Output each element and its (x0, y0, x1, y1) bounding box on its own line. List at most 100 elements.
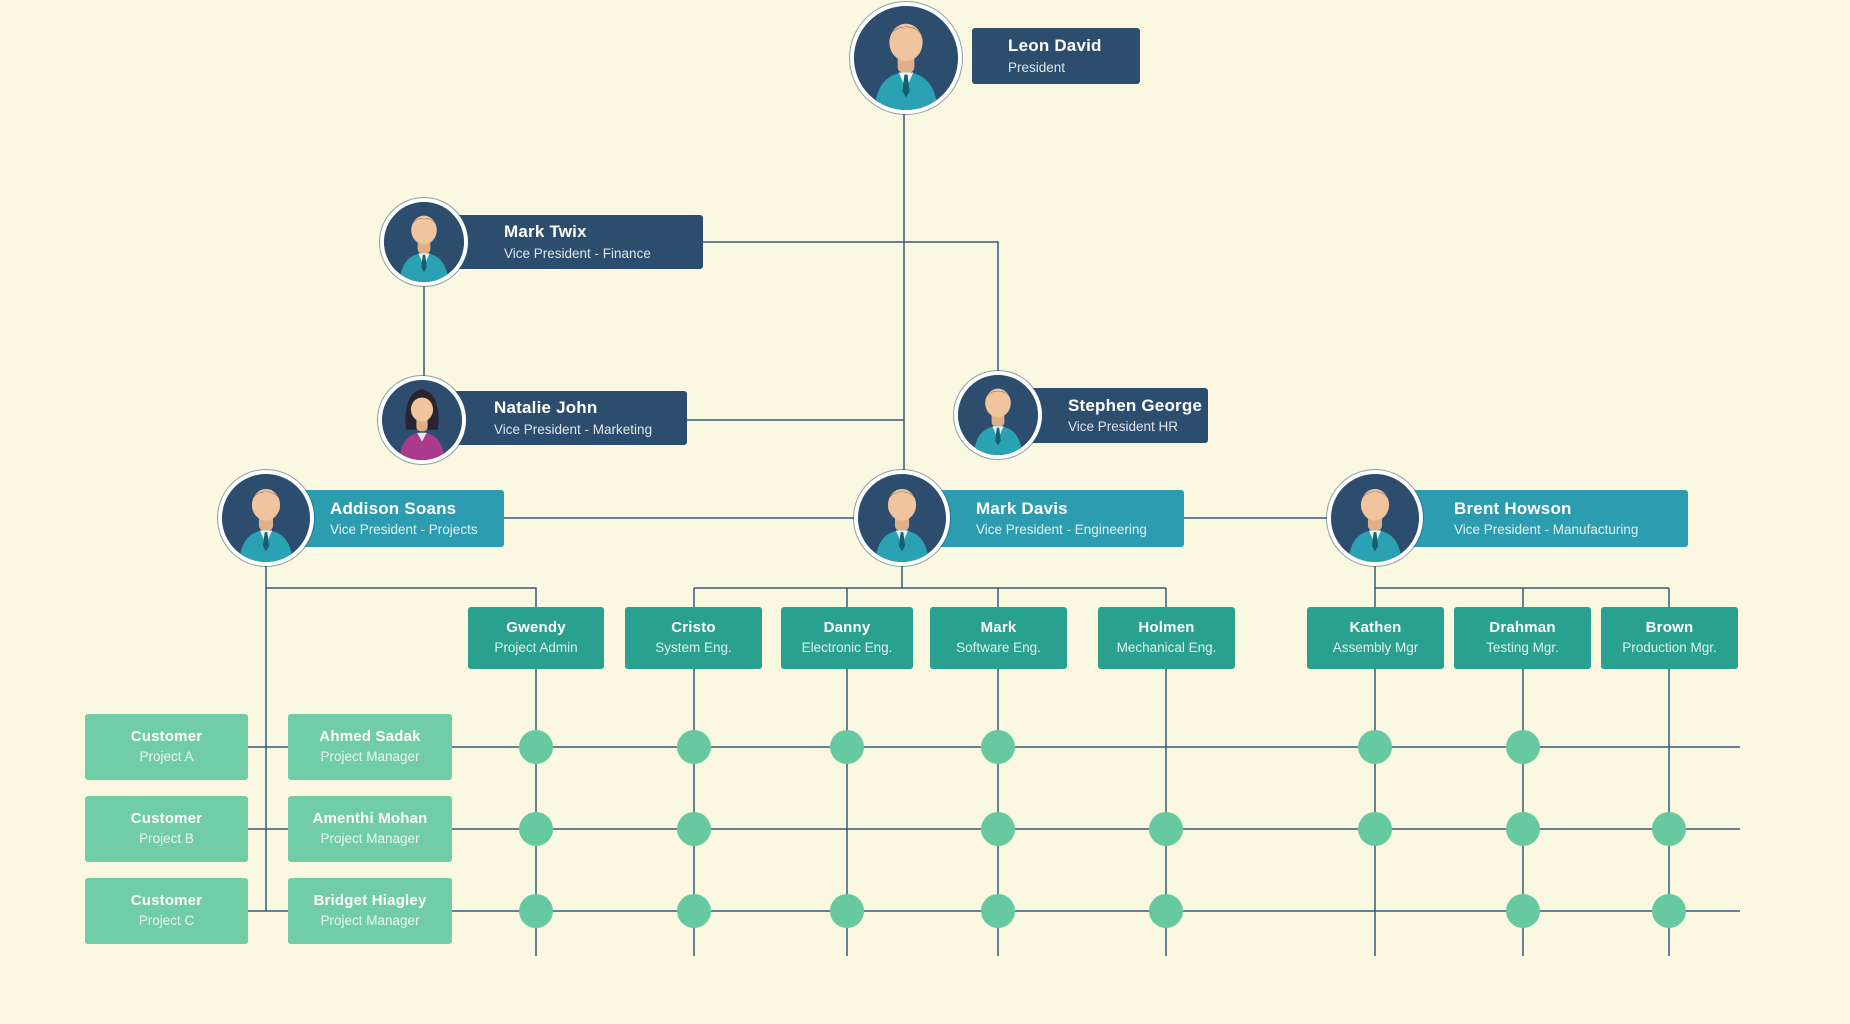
node-customer-project-c[interactable]: Customer Project C (85, 878, 248, 944)
customer-project: Project C (138, 913, 195, 929)
node-manager-mark[interactable]: Mark Software Eng. (930, 607, 1067, 669)
line-manufacturing-branch (1374, 566, 1670, 607)
node-manager-gwendy[interactable]: Gwendy Project Admin (468, 607, 604, 669)
assignment-dot-ahmed-sadak-gwendy[interactable] (519, 730, 553, 764)
assignment-dot-amenthi-mohan-brown[interactable] (1652, 812, 1686, 846)
male-avatar-icon (1331, 474, 1419, 562)
node-manager-brown[interactable]: Brown Production Mgr. (1601, 607, 1738, 669)
node-manager-cristo[interactable]: Cristo System Eng. (625, 607, 762, 669)
person-title: Production Mgr. (1622, 640, 1717, 656)
person-title: Vice President - Engineering (976, 522, 1147, 538)
avatar-natalie-john[interactable] (378, 376, 466, 464)
assignment-dot-bridget-hiagley-drahman[interactable] (1506, 894, 1540, 928)
assignment-dot-bridget-hiagley-brown[interactable] (1652, 894, 1686, 928)
person-name: Ahmed Sadak (319, 727, 421, 745)
line-finance-to-hr (703, 241, 999, 371)
person-title: Project Manager (320, 913, 420, 929)
node-manager-danny[interactable]: Danny Electronic Eng. (781, 607, 913, 669)
assignment-dot-ahmed-sadak-drahman[interactable] (1506, 730, 1540, 764)
assignment-dot-amenthi-mohan-kathen[interactable] (1358, 812, 1392, 846)
person-title: Project Admin (494, 640, 578, 656)
customer-project: Project A (139, 749, 194, 765)
avatar-addison-soans[interactable] (218, 470, 314, 566)
person-name: Addison Soans (330, 498, 457, 518)
node-pm-bridget-hiagley[interactable]: Bridget Hiagley Project Manager (288, 878, 452, 944)
line-engineering-branch (693, 566, 1167, 607)
person-title: Project Manager (320, 749, 420, 765)
line-project-rows (248, 746, 1740, 912)
assignment-dot-bridget-hiagley-gwendy[interactable] (519, 894, 553, 928)
customer-name: Customer (130, 891, 203, 909)
node-vp-hr[interactable]: Stephen George Vice President HR (1020, 388, 1208, 443)
node-manager-drahman[interactable]: Drahman Testing Mgr. (1454, 607, 1591, 669)
person-title: Vice President HR (1068, 419, 1179, 435)
person-name: Stephen George (1068, 395, 1203, 415)
node-customer-project-a[interactable]: Customer Project A (85, 714, 248, 780)
person-title: Vice President - Marketing (494, 421, 653, 437)
person-title: Vice President - Manufacturing (1454, 522, 1639, 538)
person-title: System Eng. (655, 640, 732, 656)
person-title: President (1008, 59, 1066, 75)
person-name: Natalie John (494, 398, 598, 418)
assignment-dot-ahmed-sadak-cristo[interactable] (677, 730, 711, 764)
assignment-dot-bridget-hiagley-holmen[interactable] (1149, 894, 1183, 928)
avatar-leon-david[interactable] (850, 2, 962, 114)
node-manager-kathen[interactable]: Kathen Assembly Mgr (1307, 607, 1444, 669)
avatar-mark-davis[interactable] (854, 470, 950, 566)
customer-project: Project B (139, 831, 194, 847)
male-avatar-icon (858, 474, 946, 562)
assignment-dot-amenthi-mohan-gwendy[interactable] (519, 812, 553, 846)
node-vp-manufacturing[interactable]: Brent Howson Vice President - Manufactur… (1404, 490, 1688, 547)
person-name: Drahman (1489, 618, 1556, 636)
person-title: Electronic Eng. (801, 640, 893, 656)
assignment-dot-amenthi-mohan-cristo[interactable] (677, 812, 711, 846)
person-name: Holmen (1138, 618, 1195, 636)
person-name: Mark Davis (976, 498, 1068, 518)
avatar-stephen-george[interactable] (954, 371, 1042, 459)
male-avatar-icon (384, 202, 464, 282)
assignment-dot-amenthi-mohan-drahman[interactable] (1506, 812, 1540, 846)
person-name: Cristo (671, 618, 716, 636)
person-name: Gwendy (506, 618, 566, 636)
assignment-dot-amenthi-mohan-mark[interactable] (981, 812, 1015, 846)
male-avatar-icon (958, 375, 1038, 455)
person-title: Project Manager (320, 831, 420, 847)
node-customer-project-b[interactable]: Customer Project B (85, 796, 248, 862)
assignment-dot-ahmed-sadak-mark[interactable] (981, 730, 1015, 764)
assignment-dot-amenthi-mohan-holmen[interactable] (1149, 812, 1183, 846)
avatar-brent-howson[interactable] (1327, 470, 1423, 566)
assignment-dot-bridget-hiagley-danny[interactable] (830, 894, 864, 928)
female-avatar-icon (382, 380, 462, 460)
person-name: Bridget Hiagley (313, 891, 427, 909)
male-avatar-icon (854, 6, 958, 110)
assignment-dot-ahmed-sadak-danny[interactable] (830, 730, 864, 764)
node-pm-amenthi-mohan[interactable]: Amenthi Mohan Project Manager (288, 796, 452, 862)
node-vp-engineering[interactable]: Mark Davis Vice President - Engineering (936, 490, 1184, 547)
assignment-dot-bridget-hiagley-cristo[interactable] (677, 894, 711, 928)
person-title: Vice President - Finance (504, 245, 651, 261)
person-name: Leon David (1008, 36, 1102, 56)
person-name: Kathen (1349, 618, 1402, 636)
person-name: Brent Howson (1454, 498, 1572, 518)
node-vp-finance[interactable]: Mark Twix Vice President - Finance (444, 215, 703, 269)
node-manager-holmen[interactable]: Holmen Mechanical Eng. (1098, 607, 1235, 669)
node-president[interactable]: Leon David President (972, 28, 1140, 84)
customer-name: Customer (130, 727, 203, 745)
person-title: Software Eng. (956, 640, 1041, 656)
person-name: Amenthi Mohan (312, 809, 428, 827)
person-name: Danny (823, 618, 871, 636)
node-vp-marketing[interactable]: Natalie John Vice President - Marketing (444, 391, 687, 445)
person-title: Mechanical Eng. (1116, 640, 1217, 656)
person-title: Testing Mgr. (1486, 640, 1559, 656)
node-pm-ahmed-sadak[interactable]: Ahmed Sadak Project Manager (288, 714, 452, 780)
customer-name: Customer (130, 809, 203, 827)
avatar-mark-twix[interactable] (380, 198, 468, 286)
male-avatar-icon (222, 474, 310, 562)
person-title: Vice President - Projects (330, 522, 478, 538)
line-projects-to-gwendy (266, 587, 537, 607)
node-vp-projects[interactable]: Addison Soans Vice President - Projects (288, 490, 504, 547)
person-name: Mark Twix (504, 222, 587, 242)
assignment-dot-ahmed-sadak-kathen[interactable] (1358, 730, 1392, 764)
assignment-dot-bridget-hiagley-mark[interactable] (981, 894, 1015, 928)
